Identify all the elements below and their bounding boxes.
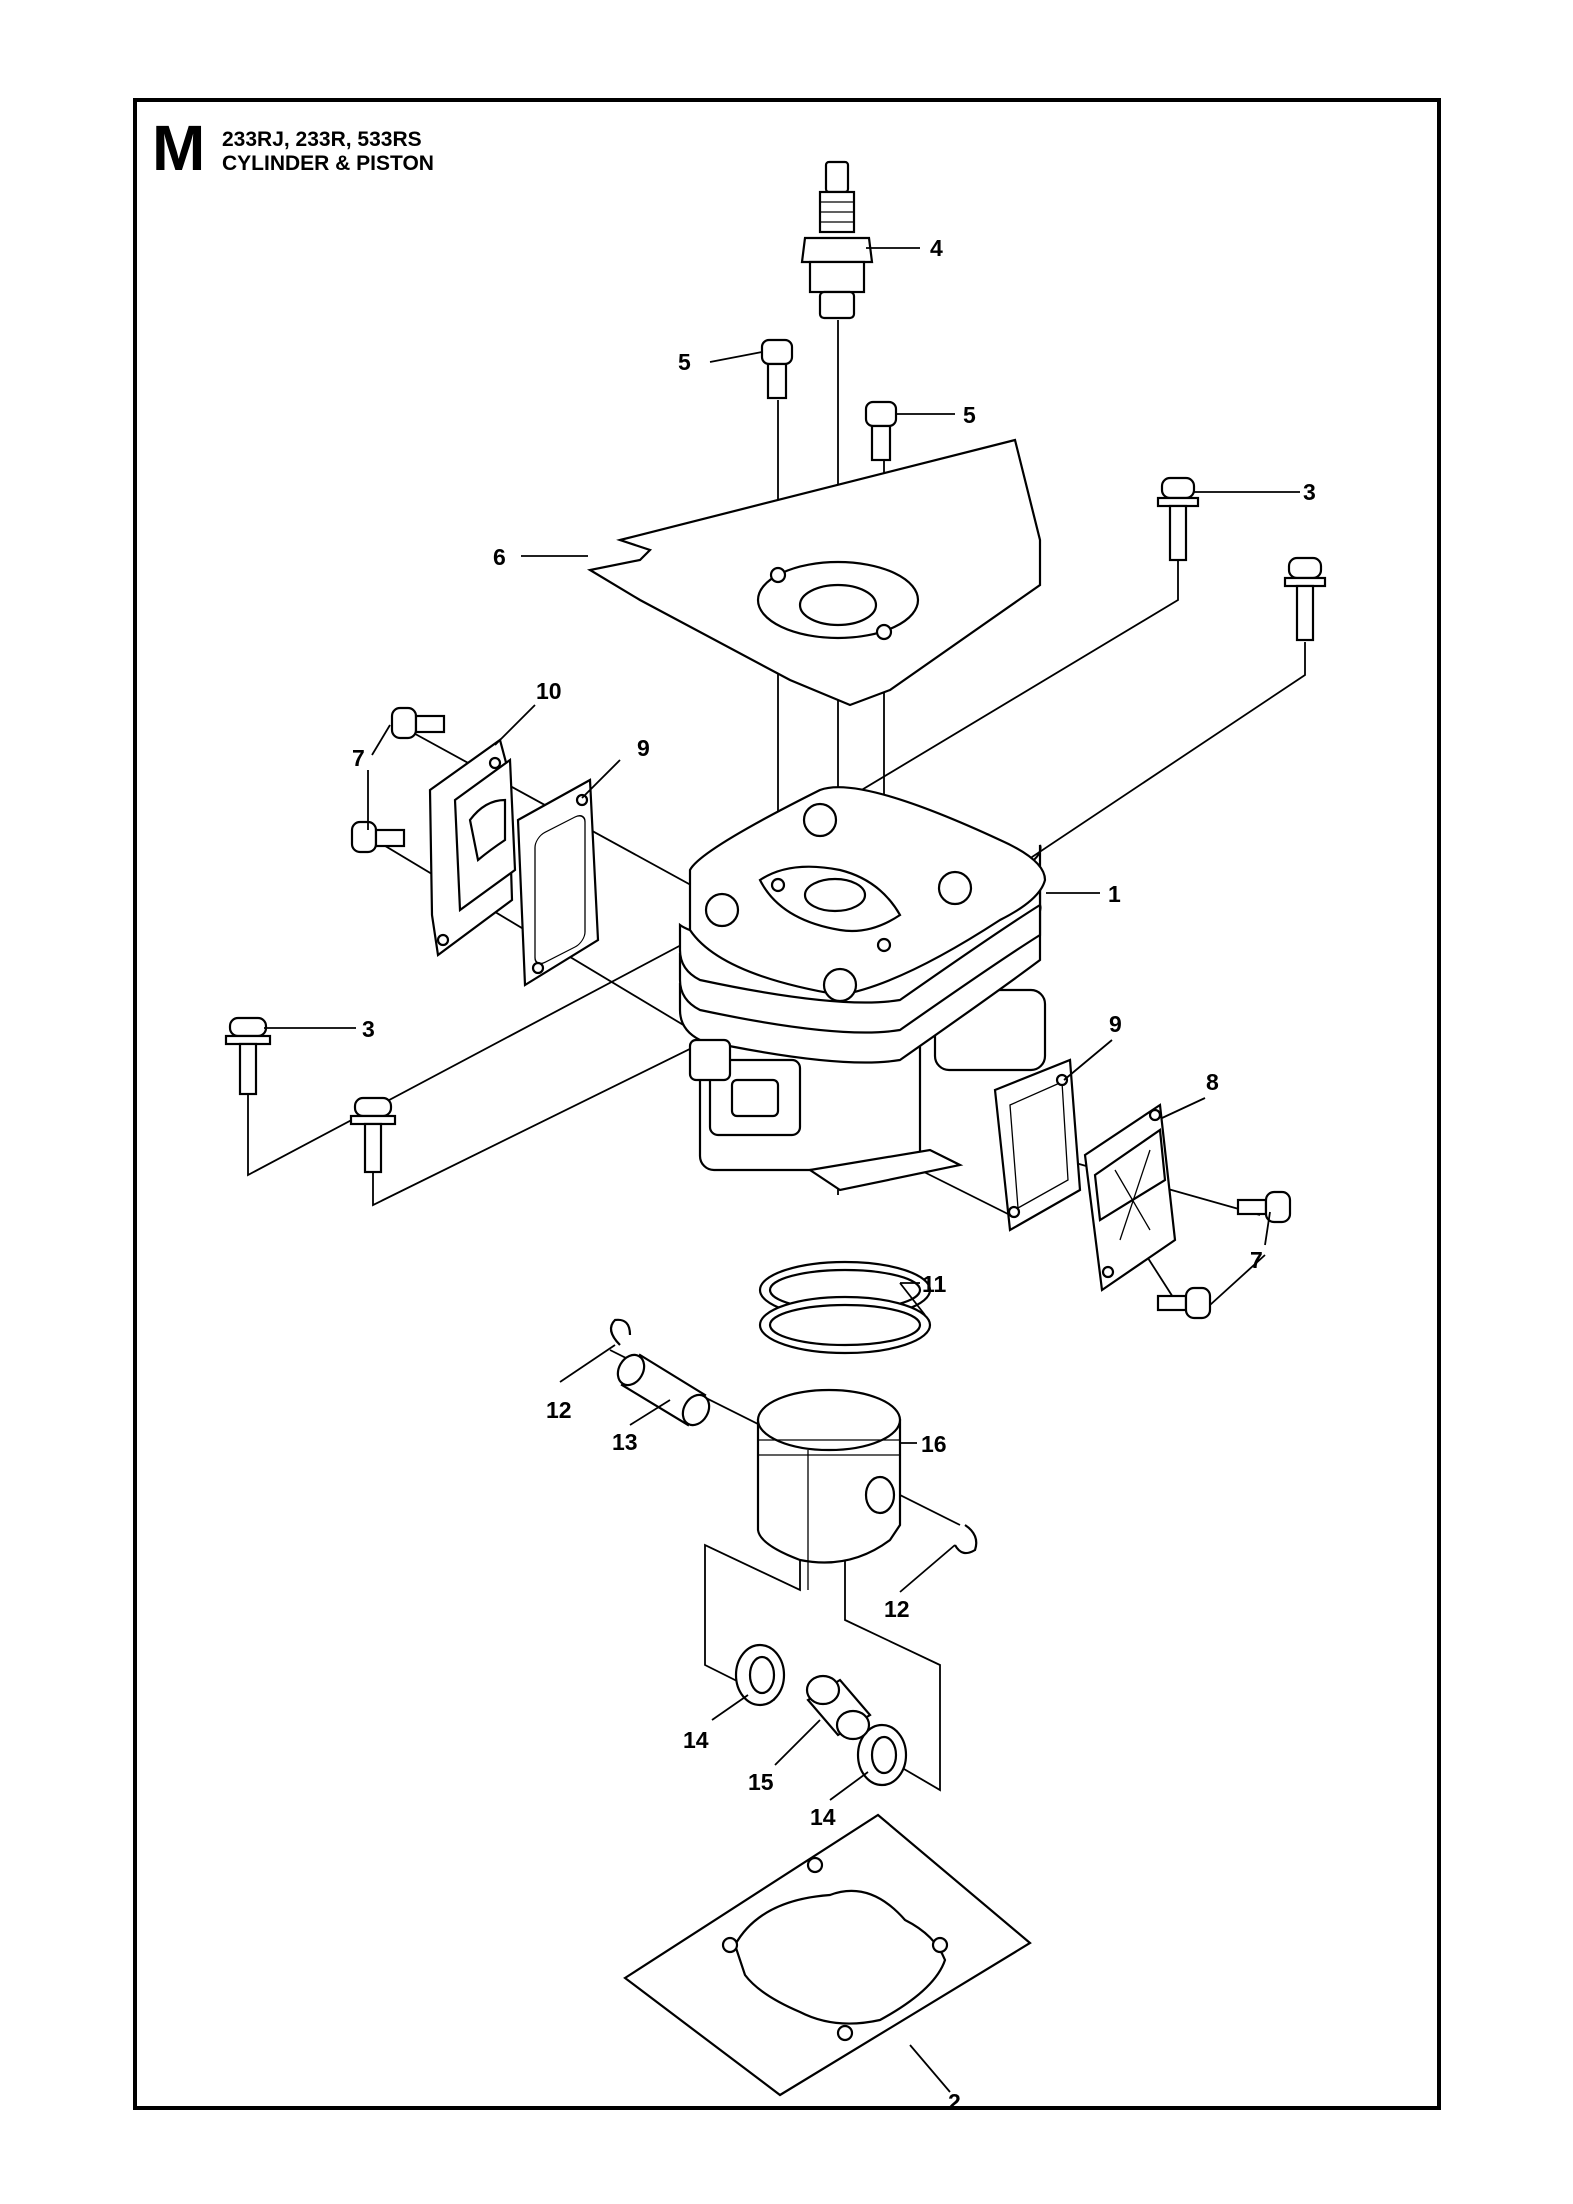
intake-gasket-left <box>516 778 600 987</box>
piston-pin <box>616 1353 711 1427</box>
callout-8: 8 <box>1206 1069 1219 1095</box>
callout-12-left: 12 <box>546 1397 572 1423</box>
callout-3-left: 3 <box>362 1016 375 1042</box>
callout-labels: 4 5 5 3 6 10 7 9 1 3 9 8 7 11 12 13 16 1… <box>352 235 1316 2115</box>
callout-14-lower: 14 <box>810 1804 836 1830</box>
screw-7-upper-right <box>1236 1190 1292 1224</box>
diagram-title: CYLINDER & PISTON <box>222 152 434 175</box>
callout-2: 2 <box>948 2089 961 2115</box>
screw-3-left-b <box>349 1096 397 1174</box>
piston-rings <box>758 1260 932 1355</box>
screw-3-top-b <box>1283 556 1327 642</box>
circlip-right <box>954 1524 978 1555</box>
callout-11: 11 <box>922 1271 947 1297</box>
thrust-washer-lower <box>856 1723 908 1787</box>
screw-3-top-a <box>1156 476 1200 562</box>
screw-5-right <box>864 400 898 462</box>
cylinder <box>678 786 1047 1192</box>
screw-7-upper-left <box>390 706 446 740</box>
piston <box>756 1388 902 1590</box>
callout-7-right: 7 <box>1250 1247 1263 1273</box>
callout-9-right: 9 <box>1109 1011 1122 1037</box>
screw-3-left-a <box>224 1016 272 1096</box>
callout-14-upper: 14 <box>683 1727 709 1753</box>
title-block: 233RJ, 233R, 533RS CYLINDER & PISTON <box>222 128 434 176</box>
callout-7-left: 7 <box>352 745 365 771</box>
callout-9-left: 9 <box>637 735 650 761</box>
callout-13: 13 <box>612 1429 638 1455</box>
screw-7-lower-right <box>1156 1286 1212 1320</box>
callout-12-right: 12 <box>884 1596 910 1622</box>
intake-flange-left <box>428 738 517 957</box>
cylinder-base-gasket <box>623 1813 1032 2097</box>
callout-3-top: 3 <box>1303 479 1316 505</box>
model-list: 233RJ, 233R, 533RS <box>222 128 422 151</box>
needle-bearing <box>805 1674 872 1741</box>
thrust-washer-upper <box>734 1643 786 1707</box>
callout-5-left: 5 <box>678 349 691 375</box>
screw-5-left <box>760 338 794 400</box>
page-frame <box>133 98 1441 2110</box>
callout-1: 1 <box>1108 881 1121 907</box>
callout-4: 4 <box>930 235 943 261</box>
spark-plug <box>800 160 874 320</box>
section-letter: M <box>152 112 206 184</box>
callout-15: 15 <box>748 1769 774 1795</box>
screw-7-lower-left <box>350 820 406 854</box>
callout-10: 10 <box>536 678 562 704</box>
heat-shield-plate <box>586 438 1042 707</box>
circlip-left <box>609 1318 632 1346</box>
callout-5-right: 5 <box>963 402 976 428</box>
callout-16: 16 <box>921 1431 947 1457</box>
intake-gasket-right <box>993 1058 1082 1232</box>
callout-6: 6 <box>493 544 506 570</box>
callout-leaders <box>264 247 1300 2093</box>
intake-flange-right <box>1083 1103 1177 1292</box>
